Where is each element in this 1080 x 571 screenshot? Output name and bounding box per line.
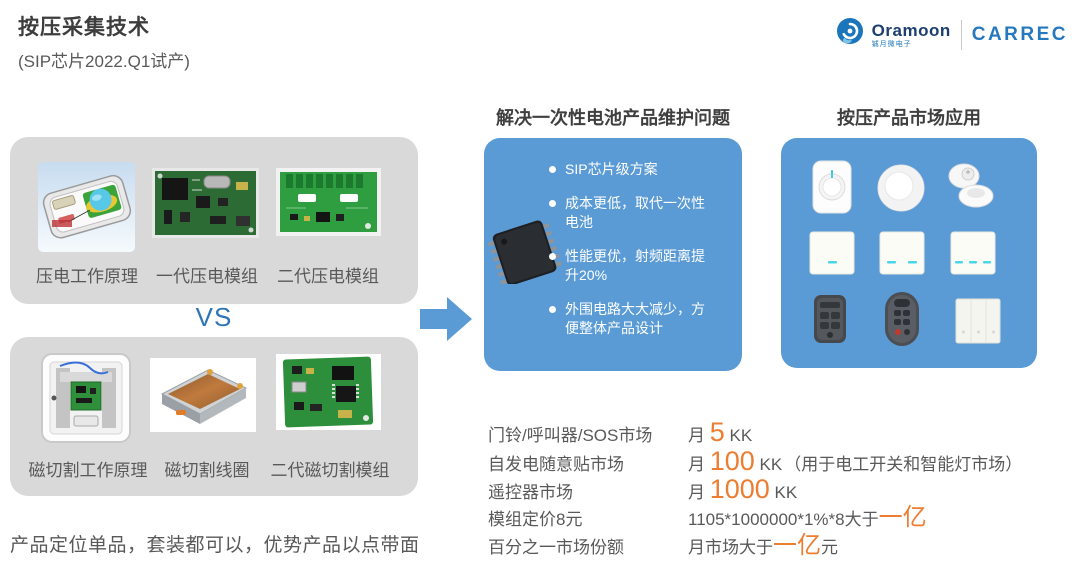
market-row-value: 月 5 KK	[688, 417, 753, 447]
doorbell-button-image	[812, 160, 852, 219]
logo-divider	[960, 19, 962, 50]
wearable-button-image	[946, 160, 996, 215]
logo-area: Oramoon 铖月微电子 CARREC	[834, 16, 1068, 53]
market-row-label: 遥控器市场	[488, 483, 573, 502]
bullet-text: SIP芯片级方案	[565, 161, 658, 177]
market-row-value: 月 1000 KK	[688, 474, 798, 504]
carrec-wordmark: CARREC	[971, 23, 1068, 45]
bullet-item: SIP芯片级方案	[549, 160, 734, 179]
bullet-item: 成本更低，取代一次性电池	[549, 194, 734, 232]
remote-oval-image	[883, 291, 921, 352]
piezo-item-label: 压电工作原理	[36, 267, 138, 286]
piezo-item-label: 一代压电模组	[156, 267, 258, 286]
bullet-icon	[549, 166, 556, 173]
bullet-text: 外围电路大大减少，方便整体产品设计	[565, 301, 705, 336]
solution-heading: 解决一次性电池产品维护问题	[496, 108, 730, 128]
highlight-value: 一亿	[773, 532, 821, 559]
market-apps-heading: 按压产品市场应用	[837, 108, 981, 128]
bullet-icon	[549, 306, 556, 313]
highlight-value: 100	[709, 446, 755, 476]
vs-label: VS	[195, 302, 233, 332]
switch-3gang-image	[950, 231, 996, 280]
oramoon-logo: Oramoon 铖月微电子	[834, 16, 951, 53]
market-row: 模组定价8元 1105*1000000*1%*8大于一亿	[488, 505, 927, 535]
page-title: 按压采集技术	[18, 16, 150, 39]
market-row: 门铃/呼叫器/SOS市场 月 5 KK	[488, 419, 752, 449]
market-row: 百分之一市场份额 月市场大于一亿元	[488, 533, 838, 563]
gen2-piezo-module-image	[276, 168, 381, 241]
gen2-magnet-module-image	[276, 354, 381, 435]
highlight-value: 5	[709, 417, 725, 447]
magnet-item-label: 磁切割工作原理	[28, 461, 148, 480]
market-row-label: 模组定价8元	[488, 510, 583, 529]
highlight-value: 1000	[709, 474, 770, 504]
oramoon-logo-icon	[834, 16, 866, 53]
market-row-value: 月 100 KK（用于电工开关和智能灯市场）	[688, 446, 1023, 476]
market-row-value: 月市场大于一亿元	[688, 532, 838, 559]
magnet-item-label: 二代磁切割模组	[270, 461, 390, 480]
magnet-item-label: 磁切割线圈	[164, 461, 250, 480]
oramoon-chinese-name: 铖月微电子	[871, 40, 912, 48]
highlight-value: 一亿	[878, 504, 927, 531]
bullet-text: 成本更低，取代一次性电池	[565, 195, 705, 230]
piezo-principle-image	[38, 162, 135, 257]
round-button-image	[877, 164, 925, 217]
bullet-icon	[549, 253, 556, 260]
gen1-piezo-module-image	[152, 168, 259, 243]
right-arrow-icon	[420, 296, 472, 347]
switch-2gang-image	[879, 231, 925, 280]
positioning-footnote: 产品定位单品，套装都可以，优势产品以点带面	[10, 535, 420, 556]
market-row-label: 百分之一市场份额	[488, 538, 624, 557]
oramoon-wordmark: Oramoon	[871, 20, 951, 40]
bullet-item: 外围电路大大减少，方便整体产品设计	[549, 300, 734, 338]
market-row: 自发电随意贴市场 月 100 KK（用于电工开关和智能灯市场）	[488, 448, 1022, 478]
market-row-label: 自发电随意贴市场	[488, 455, 624, 474]
magnet-principle-image	[40, 352, 132, 449]
market-row-note: （用于电工开关和智能灯市场）	[784, 455, 1023, 474]
market-row-value: 1105*1000000*1%*8大于一亿	[688, 504, 927, 531]
remote-keyfob-image	[812, 294, 848, 349]
market-row: 遥控器市场 月 1000 KK	[488, 476, 797, 506]
magnet-coil-image	[150, 358, 256, 437]
bullet-text: 性能更优，射频距离提升20%	[565, 248, 705, 283]
rocker-switch-panel-image	[955, 298, 1001, 349]
market-row-label: 门铃/呼叫器/SOS市场	[488, 426, 653, 445]
solution-bullet-list: SIP芯片级方案 成本更低，取代一次性电池 性能更优，射频距离提升20% 外围电…	[549, 160, 734, 338]
bullet-item: 性能更优，射频距离提升20%	[549, 247, 734, 285]
bullet-icon	[549, 200, 556, 207]
switch-1gang-image	[809, 231, 855, 280]
page-subtitle: (SIP芯片2022.Q1试产)	[18, 52, 190, 71]
piezo-item-label: 二代压电模组	[277, 267, 379, 286]
sip-chip-image	[486, 218, 562, 289]
